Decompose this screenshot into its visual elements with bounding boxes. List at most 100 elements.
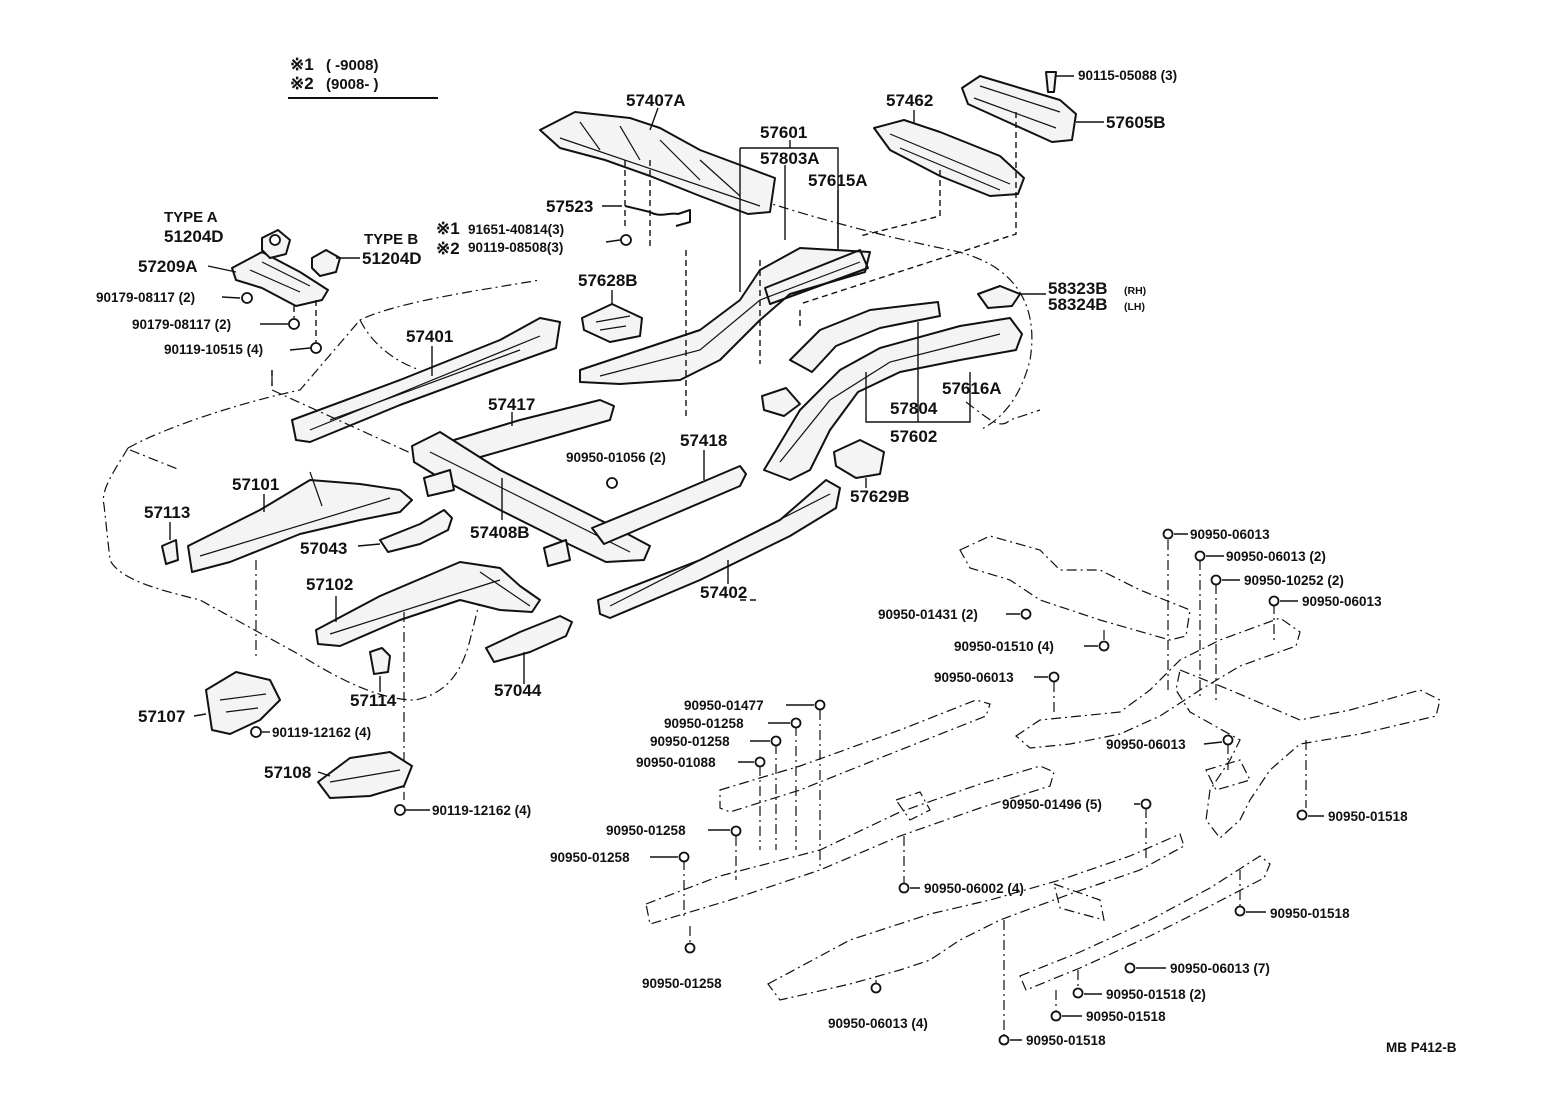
label-f12: 90950-06013 [1106, 737, 1186, 752]
label-57402: 57402 [700, 583, 747, 602]
label-57417: 57417 [488, 395, 535, 414]
fastener-90119-b-icon [310, 342, 322, 354]
part-57462 [859, 110, 1025, 237]
part-57616A-bracket [761, 387, 801, 417]
f6-icon [1098, 640, 1110, 652]
label-57615A: 57615A [808, 171, 868, 190]
part-57108-detail [329, 769, 401, 783]
label-57407A: 57407A [626, 91, 686, 110]
fastener-90115-icon [1045, 71, 1057, 93]
part-57102-body [315, 561, 541, 647]
f15-icon [730, 825, 742, 837]
label-f22: 90950-01518 [1026, 1033, 1106, 1048]
f22-icon [998, 1034, 1010, 1046]
label-mark-1: ※1 [436, 219, 460, 238]
part-57209A-detail [249, 261, 311, 293]
fastener-91651-icon [620, 234, 632, 246]
part-57101 [187, 471, 413, 660]
asm-rear-member-b [1175, 669, 1441, 839]
part-57616A [740, 301, 1023, 601]
part-57615A [764, 190, 869, 305]
part-51204D-b-body [311, 249, 341, 277]
part-57113 [161, 522, 179, 565]
f17-icon [898, 882, 910, 894]
label-type-a: TYPE A [164, 209, 218, 226]
label-f20: 90950-01518 (2) [1106, 987, 1206, 1002]
leader-90179-a [221, 296, 241, 299]
label-57462: 57462 [886, 91, 933, 110]
label-90119-a: 90119-08508(3) [468, 240, 563, 255]
part-57629B-body [833, 439, 885, 479]
label-51204D-a: 51204D [164, 227, 224, 246]
part-57601-body [579, 247, 871, 385]
label-f14: 90950-01518 [1328, 809, 1408, 824]
label-f18: 90950-01518 [1270, 906, 1350, 921]
fastener-90179-a-icon [241, 292, 253, 304]
f12-icon [1222, 734, 1234, 746]
label-f11: 90950-01088 [636, 755, 716, 770]
label-58324B: 58324B [1048, 295, 1108, 314]
label-f19: 90950-06013 (7) [1170, 961, 1270, 976]
label-57209A: 57209A [138, 257, 198, 276]
body-outline-front [102, 447, 481, 701]
f5-icon [1020, 608, 1032, 620]
asm-rocker-b [1019, 855, 1271, 991]
label-90115: 90115-05088 (3) [1078, 68, 1177, 83]
part-57605B-detail [973, 85, 1061, 129]
footer-code: MB P412-B [1386, 1040, 1457, 1055]
part-57408B-tab-a [423, 469, 455, 497]
asm-rear-member-a [1015, 617, 1301, 749]
asm-rear-crossmember [959, 535, 1191, 641]
part-57408B [411, 431, 651, 567]
legend-range-1: ( -9008) [326, 57, 379, 74]
part-57616A-body [763, 317, 1023, 481]
legend-mark-2: ※2 [290, 74, 314, 93]
dash-57605B [799, 112, 1017, 305]
part-57407A-body [539, 111, 776, 215]
part-57628B-detail [595, 315, 631, 331]
label-57616A: 57616A [942, 379, 1002, 398]
part-57113-body [161, 539, 179, 565]
dash-57616A [740, 310, 801, 601]
part-57108 [317, 751, 430, 816]
dash-57401-b [359, 319, 421, 371]
asm-brackets [895, 791, 1105, 921]
label-type-b: TYPE B [364, 231, 418, 248]
body-outline-top [127, 279, 541, 449]
part-57628B [581, 290, 643, 343]
label-mark-2: ※2 [436, 239, 460, 258]
assembly-view [645, 401, 1441, 1036]
f7-icon [1048, 671, 1060, 683]
f20-icon [1072, 987, 1084, 999]
label-f9: 90950-01258 [664, 716, 744, 731]
label-57408B: 57408B [470, 523, 530, 542]
part-57108-body [317, 751, 413, 799]
part-57418 [591, 450, 747, 545]
part-57043-body [379, 509, 453, 553]
label-57523: 57523 [546, 197, 593, 216]
legend-mark-1: ※1 [290, 55, 314, 74]
label-f23: 90950-01258 [642, 976, 722, 991]
part-57407A [539, 107, 776, 250]
f23-icon [684, 942, 696, 954]
f4-icon [1268, 595, 1280, 607]
part-57107-body [205, 671, 281, 735]
label-90179-b: 90179-08117 (2) [132, 317, 231, 332]
f10-icon [770, 735, 782, 747]
part-57401-body [291, 317, 561, 443]
f1-icon [1162, 528, 1174, 540]
fastener-90119-12162-a-icon [250, 726, 262, 738]
label-57605B: 57605B [1106, 113, 1166, 132]
part-57107-detail [219, 693, 267, 713]
dash-57462 [859, 170, 941, 237]
fastener-90179-b-icon [288, 318, 300, 330]
part-57462-detail [889, 133, 1011, 191]
f3-icon [1210, 574, 1222, 586]
label-91651: 91651-40814(3) [468, 222, 564, 237]
label-90119-12162-a: 90119-12162 (4) [272, 725, 371, 740]
label-f2: 90950-06013 (2) [1226, 549, 1326, 564]
part-57102 [315, 561, 541, 800]
label-f3: 90950-10252 (2) [1244, 573, 1344, 588]
part-57605B [799, 71, 1104, 305]
label-57601: 57601 [760, 123, 807, 142]
